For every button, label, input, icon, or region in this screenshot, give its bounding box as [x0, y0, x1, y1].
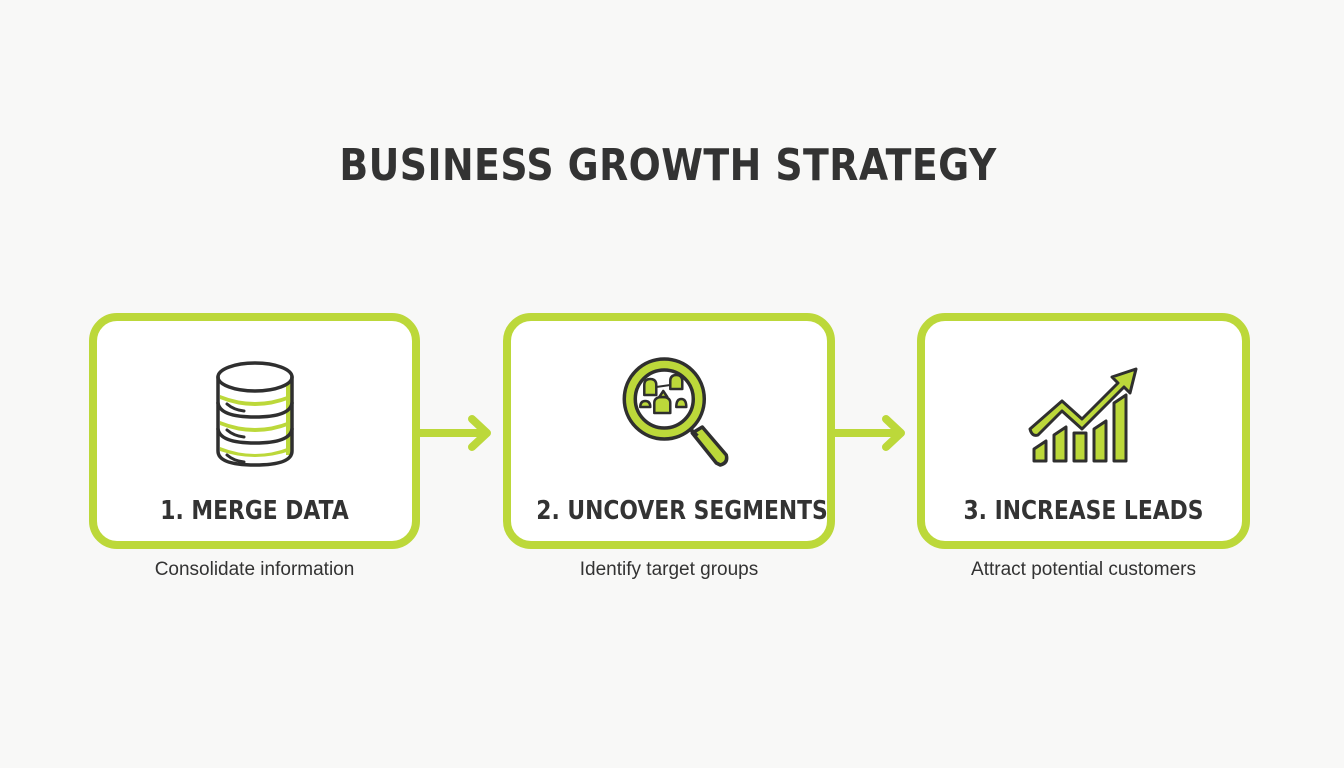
step-3-label: 3. INCREASE LEADS: [963, 496, 1204, 526]
step-1-description: Consolidate information: [154, 559, 355, 580]
arrow-right-icon: [416, 412, 492, 454]
database-icon: [210, 355, 300, 472]
growth-chart-icon: [1026, 357, 1142, 470]
step-2-description: Identify target groups: [579, 559, 759, 580]
step-3-box: 3. INCREASE LEADS: [917, 313, 1250, 549]
arrow-right-icon: [830, 412, 906, 454]
step-3-description: Attract potential customers: [971, 559, 1196, 580]
magnifier-people-icon: [620, 355, 736, 472]
page-title: BUSINESS GROWTH STRATEGY: [339, 140, 997, 191]
step-2-box: 2. UNCOVER SEGMENTS: [503, 313, 835, 549]
step-1-label: 1. MERGE DATA: [160, 496, 349, 526]
step-1-box: 1. MERGE DATA: [89, 313, 420, 549]
step-2-label: 2. UNCOVER SEGMENTS: [536, 496, 828, 526]
